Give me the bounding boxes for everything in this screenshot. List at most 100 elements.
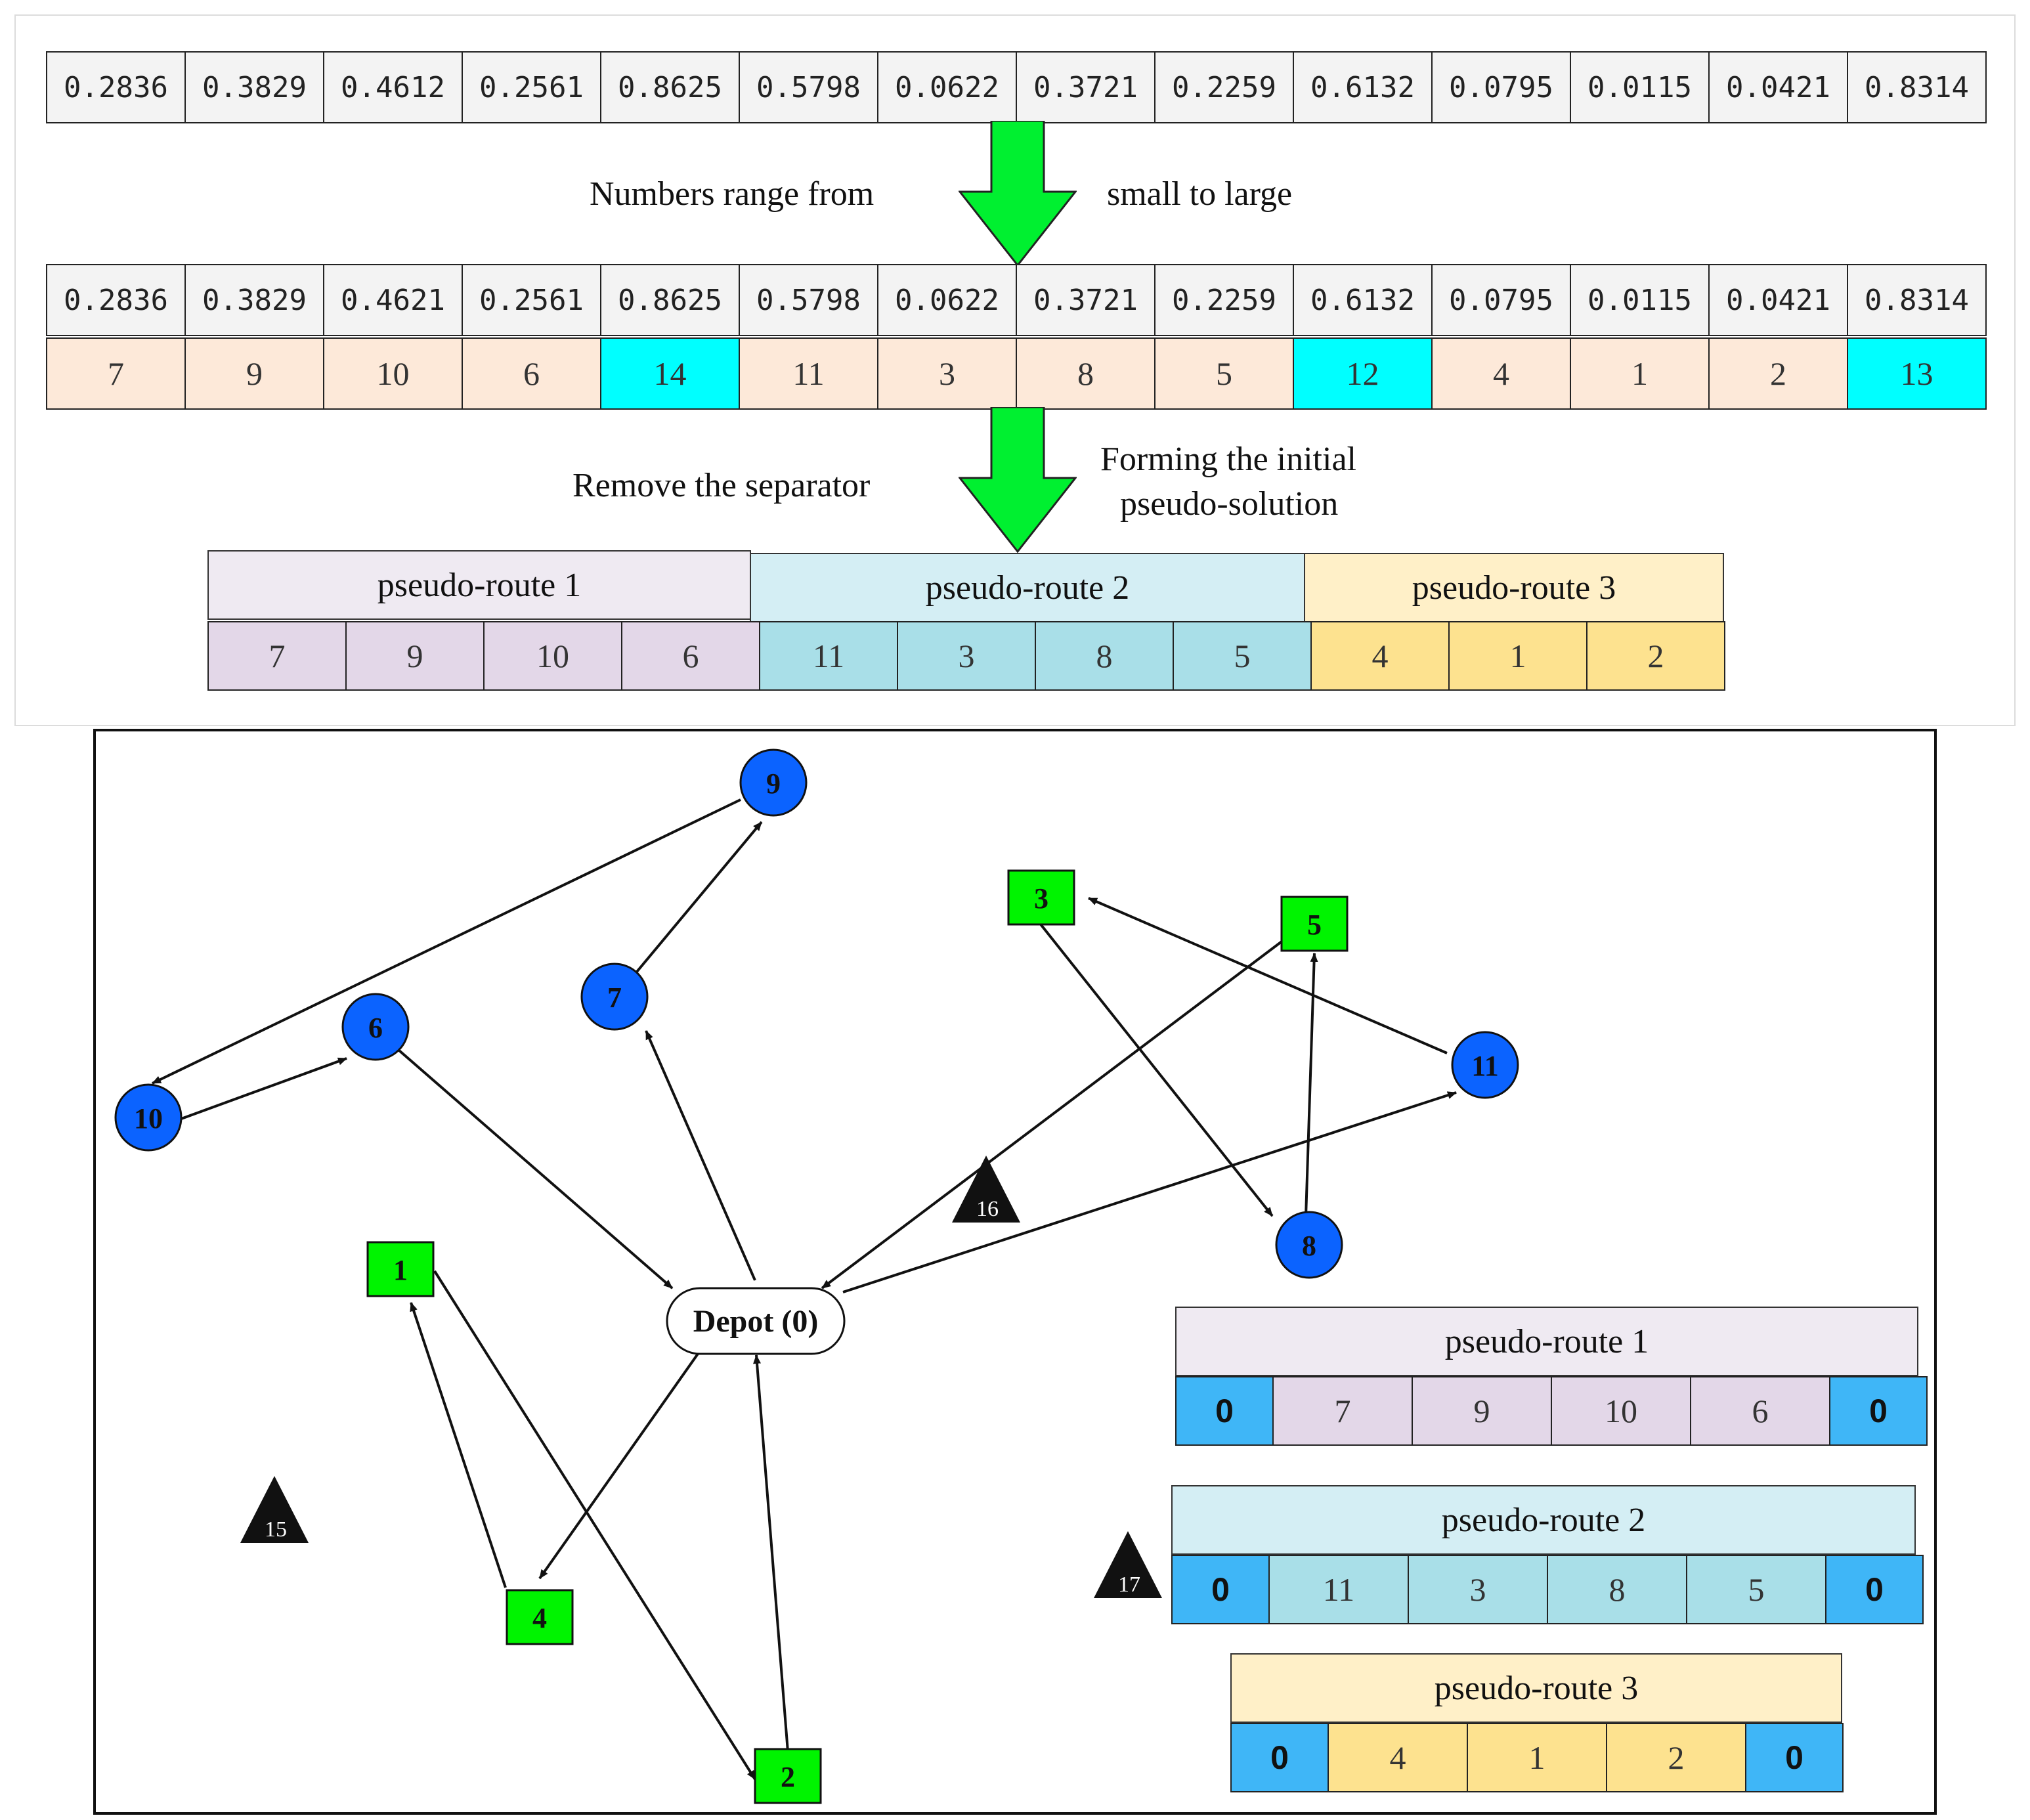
- random-key-cell: 0.6132: [1293, 51, 1433, 123]
- node-16: 16: [952, 1156, 1020, 1223]
- node-8: 8: [1275, 1211, 1343, 1279]
- route-3-node-cell: 4: [1328, 1723, 1468, 1792]
- node-label: 11: [1471, 1050, 1499, 1082]
- rank-cell: 1: [1570, 337, 1710, 410]
- depot-cell: 0: [1175, 1376, 1274, 1446]
- route-2-node-cell: 11: [1268, 1555, 1409, 1624]
- node-label: 2: [781, 1761, 795, 1793]
- caption-sort-left: Numbers range from: [590, 175, 875, 213]
- route-2-node-cell: 3: [1408, 1555, 1548, 1624]
- edge-10-6: [181, 1057, 347, 1120]
- node-label: 10: [134, 1102, 163, 1135]
- pseudo-route-2-cell: 5: [1173, 621, 1312, 691]
- down-arrow-icon: [959, 121, 1077, 267]
- sorted-key-cell: 0.0795: [1431, 264, 1571, 336]
- node-label: 7: [607, 982, 622, 1014]
- rank-cell: 5: [1154, 337, 1294, 410]
- depot-label: Depot (0): [693, 1304, 819, 1339]
- node-15: 15: [240, 1476, 309, 1543]
- pseudo-route-1-cell: 6: [621, 621, 760, 691]
- random-key-cell: 0.0421: [1708, 51, 1848, 123]
- edge-depot-7: [645, 1030, 756, 1281]
- rank-cell: 9: [184, 337, 324, 410]
- rank-cell: 8: [1016, 337, 1155, 410]
- rank-cell: 11: [739, 337, 878, 410]
- random-key-cell: 0.0622: [877, 51, 1017, 123]
- full-route-3-header: pseudo-route 3: [1230, 1653, 1842, 1723]
- pseudo-route-2-cell: 3: [897, 621, 1036, 691]
- node-3: 3: [1007, 869, 1075, 926]
- sorted-key-cell: 0.6132: [1293, 264, 1433, 336]
- edge-4-1: [410, 1302, 507, 1588]
- rank-cell: 6: [462, 337, 601, 410]
- depot-cell: 0: [1171, 1555, 1270, 1624]
- node-9: 9: [739, 748, 808, 817]
- rank-cell: 10: [323, 337, 463, 410]
- random-key-cell: 0.4612: [323, 51, 463, 123]
- edge-9-10: [152, 798, 741, 1085]
- edge-1-2: [433, 1270, 756, 1781]
- pseudo-route-3-cell: 4: [1310, 621, 1450, 691]
- pseudo-route-1-cell: 9: [345, 621, 485, 691]
- route-3-node-cell: 1: [1467, 1723, 1607, 1792]
- rank-cell: 3: [877, 337, 1017, 410]
- pseudo-route-1-cell: 10: [483, 621, 622, 691]
- route-2-node-cell: 5: [1686, 1555, 1826, 1624]
- sorted-key-cell: 0.2561: [462, 264, 601, 336]
- edge-depot-4: [538, 1346, 704, 1580]
- edge-7-9: [636, 821, 763, 973]
- sorted-key-cell: 0.2836: [46, 264, 186, 336]
- route-3-node-cell: 2: [1606, 1723, 1746, 1792]
- rank-cell: 4: [1431, 337, 1571, 410]
- pseudo-route-3-cell: 2: [1586, 621, 1725, 691]
- node-label: 4: [532, 1602, 547, 1634]
- separator-cell: 13: [1847, 337, 1987, 410]
- random-key-cell: 0.0115: [1570, 51, 1710, 123]
- edge-11-3: [1088, 897, 1448, 1054]
- edge-2-depot: [753, 1354, 789, 1752]
- pseudo-route-3-header: pseudo-route 3: [1304, 553, 1724, 622]
- pseudo-route-2-cell: 8: [1035, 621, 1174, 691]
- sorted-key-cell: 0.5798: [739, 264, 878, 336]
- node-label: 9: [766, 768, 781, 800]
- edge-depot-11: [842, 1091, 1457, 1293]
- sorted-key-cell: 0.2259: [1154, 264, 1294, 336]
- depot-cell: 0: [1230, 1723, 1329, 1792]
- node-11: 11: [1451, 1031, 1519, 1099]
- separator-cell: 12: [1293, 337, 1433, 410]
- caption-initial-line2: pseudo-solution: [1120, 485, 1339, 523]
- full-route-2-header: pseudo-route 2: [1171, 1485, 1916, 1555]
- sorted-key-cell: 0.0622: [877, 264, 1017, 336]
- random-key-cell: 0.5798: [739, 51, 878, 123]
- depot-cell: 0: [1745, 1723, 1844, 1792]
- random-key-cell: 0.2259: [1154, 51, 1294, 123]
- caption-remove-separator: Remove the separator: [572, 467, 871, 504]
- node-label: 5: [1307, 909, 1322, 941]
- pseudo-route-2-header: pseudo-route 2: [750, 553, 1305, 622]
- caption-initial-line1: Forming the initial: [1100, 441, 1356, 478]
- node-label: 17: [1118, 1572, 1140, 1597]
- depot-node: [666, 1287, 846, 1355]
- route-2-node-cell: 8: [1547, 1555, 1687, 1624]
- down-arrow-icon: [959, 407, 1077, 553]
- edge-3-8: [1037, 921, 1274, 1217]
- random-key-cell: 0.0795: [1431, 51, 1571, 123]
- pseudo-route-1-header: pseudo-route 1: [207, 550, 751, 620]
- node-1: 1: [366, 1241, 435, 1297]
- route-1-node-cell: 10: [1551, 1376, 1691, 1446]
- pseudo-route-2-cell: 11: [759, 621, 898, 691]
- node-7: 7: [580, 963, 649, 1031]
- node-5: 5: [1280, 896, 1349, 952]
- random-key-cell: 0.2836: [46, 51, 186, 123]
- node-17: 17: [1094, 1531, 1162, 1598]
- pseudo-route-1-cell: 7: [207, 621, 347, 691]
- node-2: 2: [754, 1748, 822, 1804]
- depot-cell: 0: [1825, 1555, 1924, 1624]
- down-arrow-shape: [959, 407, 1077, 553]
- sorted-key-cell: 0.0115: [1570, 264, 1710, 336]
